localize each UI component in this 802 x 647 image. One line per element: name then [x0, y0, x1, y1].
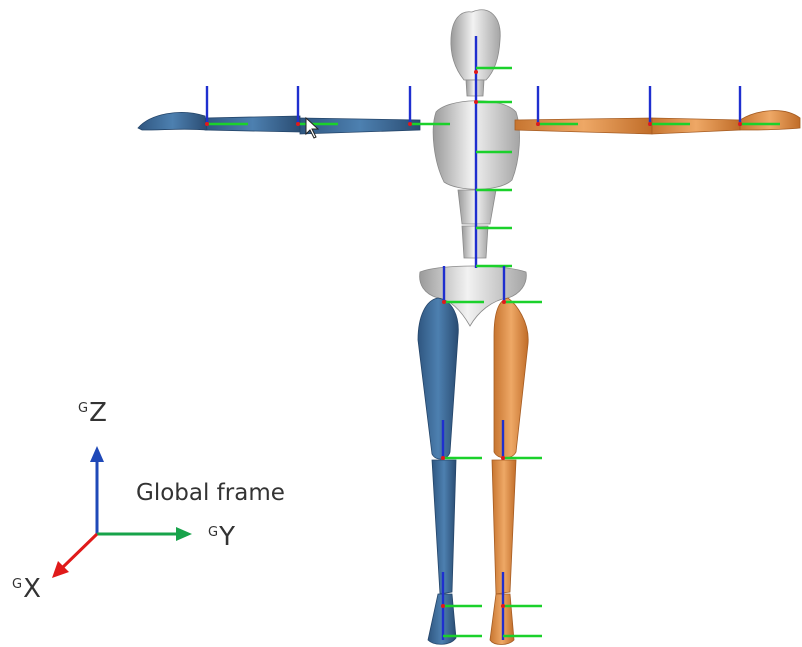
- left-leg: [418, 298, 458, 644]
- global-z-superscript: G: [78, 401, 88, 416]
- global-y-letter: Y: [219, 522, 235, 552]
- right-leg: [490, 298, 528, 645]
- global-y-label: GY: [208, 522, 235, 552]
- global-z-letter: Z: [89, 398, 107, 428]
- global-x-axis: [62, 534, 97, 568]
- right-arm: [515, 111, 800, 134]
- global-frame-axes: [52, 446, 192, 578]
- global-y-superscript: G: [208, 525, 218, 540]
- global-frame-caption: Global frame: [136, 480, 285, 506]
- global-z-label: GZ: [78, 398, 107, 428]
- global-x-letter: X: [23, 574, 41, 604]
- left-arm: [138, 112, 420, 134]
- global-x-superscript: G: [12, 577, 22, 592]
- global-x-label: GX: [12, 574, 41, 604]
